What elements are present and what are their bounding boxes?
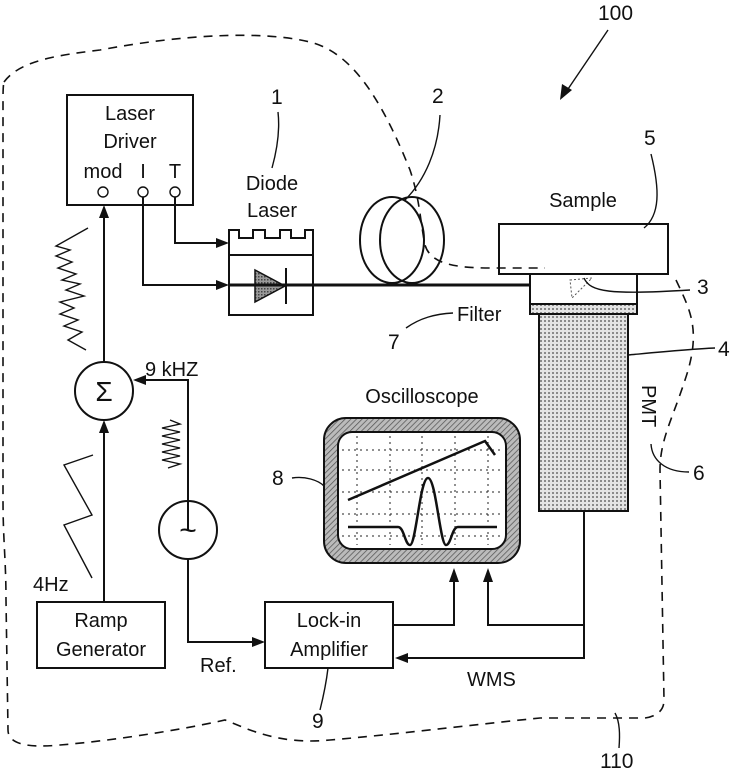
ref-num-4: 4 [718,338,730,361]
arrowhead-scope-2 [483,568,493,582]
lock-in-label-1: Lock-in [297,610,361,632]
ref-num-5: 5 [644,127,656,150]
port-t-label: T [169,161,181,183]
arrowhead-lockin [395,653,408,663]
oscillator-symbol: ~ [179,514,197,547]
port-mod-terminal [98,187,108,197]
fiber-coil [360,197,444,283]
arrowhead-mod [99,205,109,218]
oscilloscope-display [324,418,520,563]
ref-num-9: 9 [312,710,324,733]
filter-label: Filter [457,304,502,326]
sample-block [499,224,668,274]
diode-laser-label-2: Laser [247,200,297,222]
oscilloscope-label: Oscilloscope [365,386,478,408]
leader-8 [292,477,324,486]
filter-holder [530,274,637,314]
arrowhead-i [216,280,229,290]
arrowhead-summer-right [133,375,146,385]
ref-num-2: 2 [432,85,444,108]
sine-modulation-waveform-icon [162,420,180,468]
wire-pmt-to-lockin [405,625,584,658]
arrowhead-ref [252,637,265,647]
freq-9khz-label: 9 kHZ [145,359,198,381]
ref-num-110: 110 [600,750,633,770]
leader-4 [628,348,715,355]
leader-7 [406,313,453,328]
diode-laser-block [229,230,313,315]
ref-arrow-100 [566,30,608,92]
port-i-label: I [140,161,146,183]
port-i-terminal [138,187,148,197]
ramp-generator-label-2: Generator [56,639,146,661]
ref-label: Ref. [200,655,237,677]
leader-5 [644,154,657,228]
ref-num-8: 8 [272,467,284,490]
pmt-label: PMT [637,385,659,427]
ref-num-6: 6 [693,462,705,485]
leader-1 [272,112,279,168]
port-mod-label: mod [84,161,123,183]
sigma-symbol: Σ [95,376,112,407]
wms-label: WMS [467,669,516,691]
leader-2 [405,115,440,200]
arrowhead-t [216,238,229,248]
freq-4hz-label: 4Hz [33,574,69,596]
port-t-terminal [170,187,180,197]
wire-i-to-diode [143,197,222,285]
arrowhead-scope-1 [449,568,459,582]
laser-driver-label-1: Laser [105,103,155,125]
wire-lockin-to-scope [393,580,454,625]
ramp-generator-label-1: Ramp [74,610,127,632]
pmt-tube [539,314,628,511]
ref-num-100: 100 [598,2,633,25]
diode-laser-label-1: Diode [246,173,298,195]
laser-driver-label-2: Driver [103,131,157,153]
wire-t-to-diode [175,197,222,243]
ref-num-3: 3 [697,276,709,299]
wire-oscillator-to-summer [143,380,188,530]
arrowhead-summer-bottom [99,420,109,433]
laser-driver-block: Laser Driver mod I T [67,95,193,205]
leader-6 [651,444,689,472]
ref-num-7: 7 [388,331,400,354]
leader-9 [320,668,328,710]
sample-label: Sample [549,190,617,212]
modulated-ramp-waveform-icon [56,228,88,350]
ramp-waveform-icon [64,455,93,578]
lock-in-label-2: Amplifier [290,639,368,661]
ref-num-1: 1 [271,86,283,109]
wire-ref [188,559,255,642]
